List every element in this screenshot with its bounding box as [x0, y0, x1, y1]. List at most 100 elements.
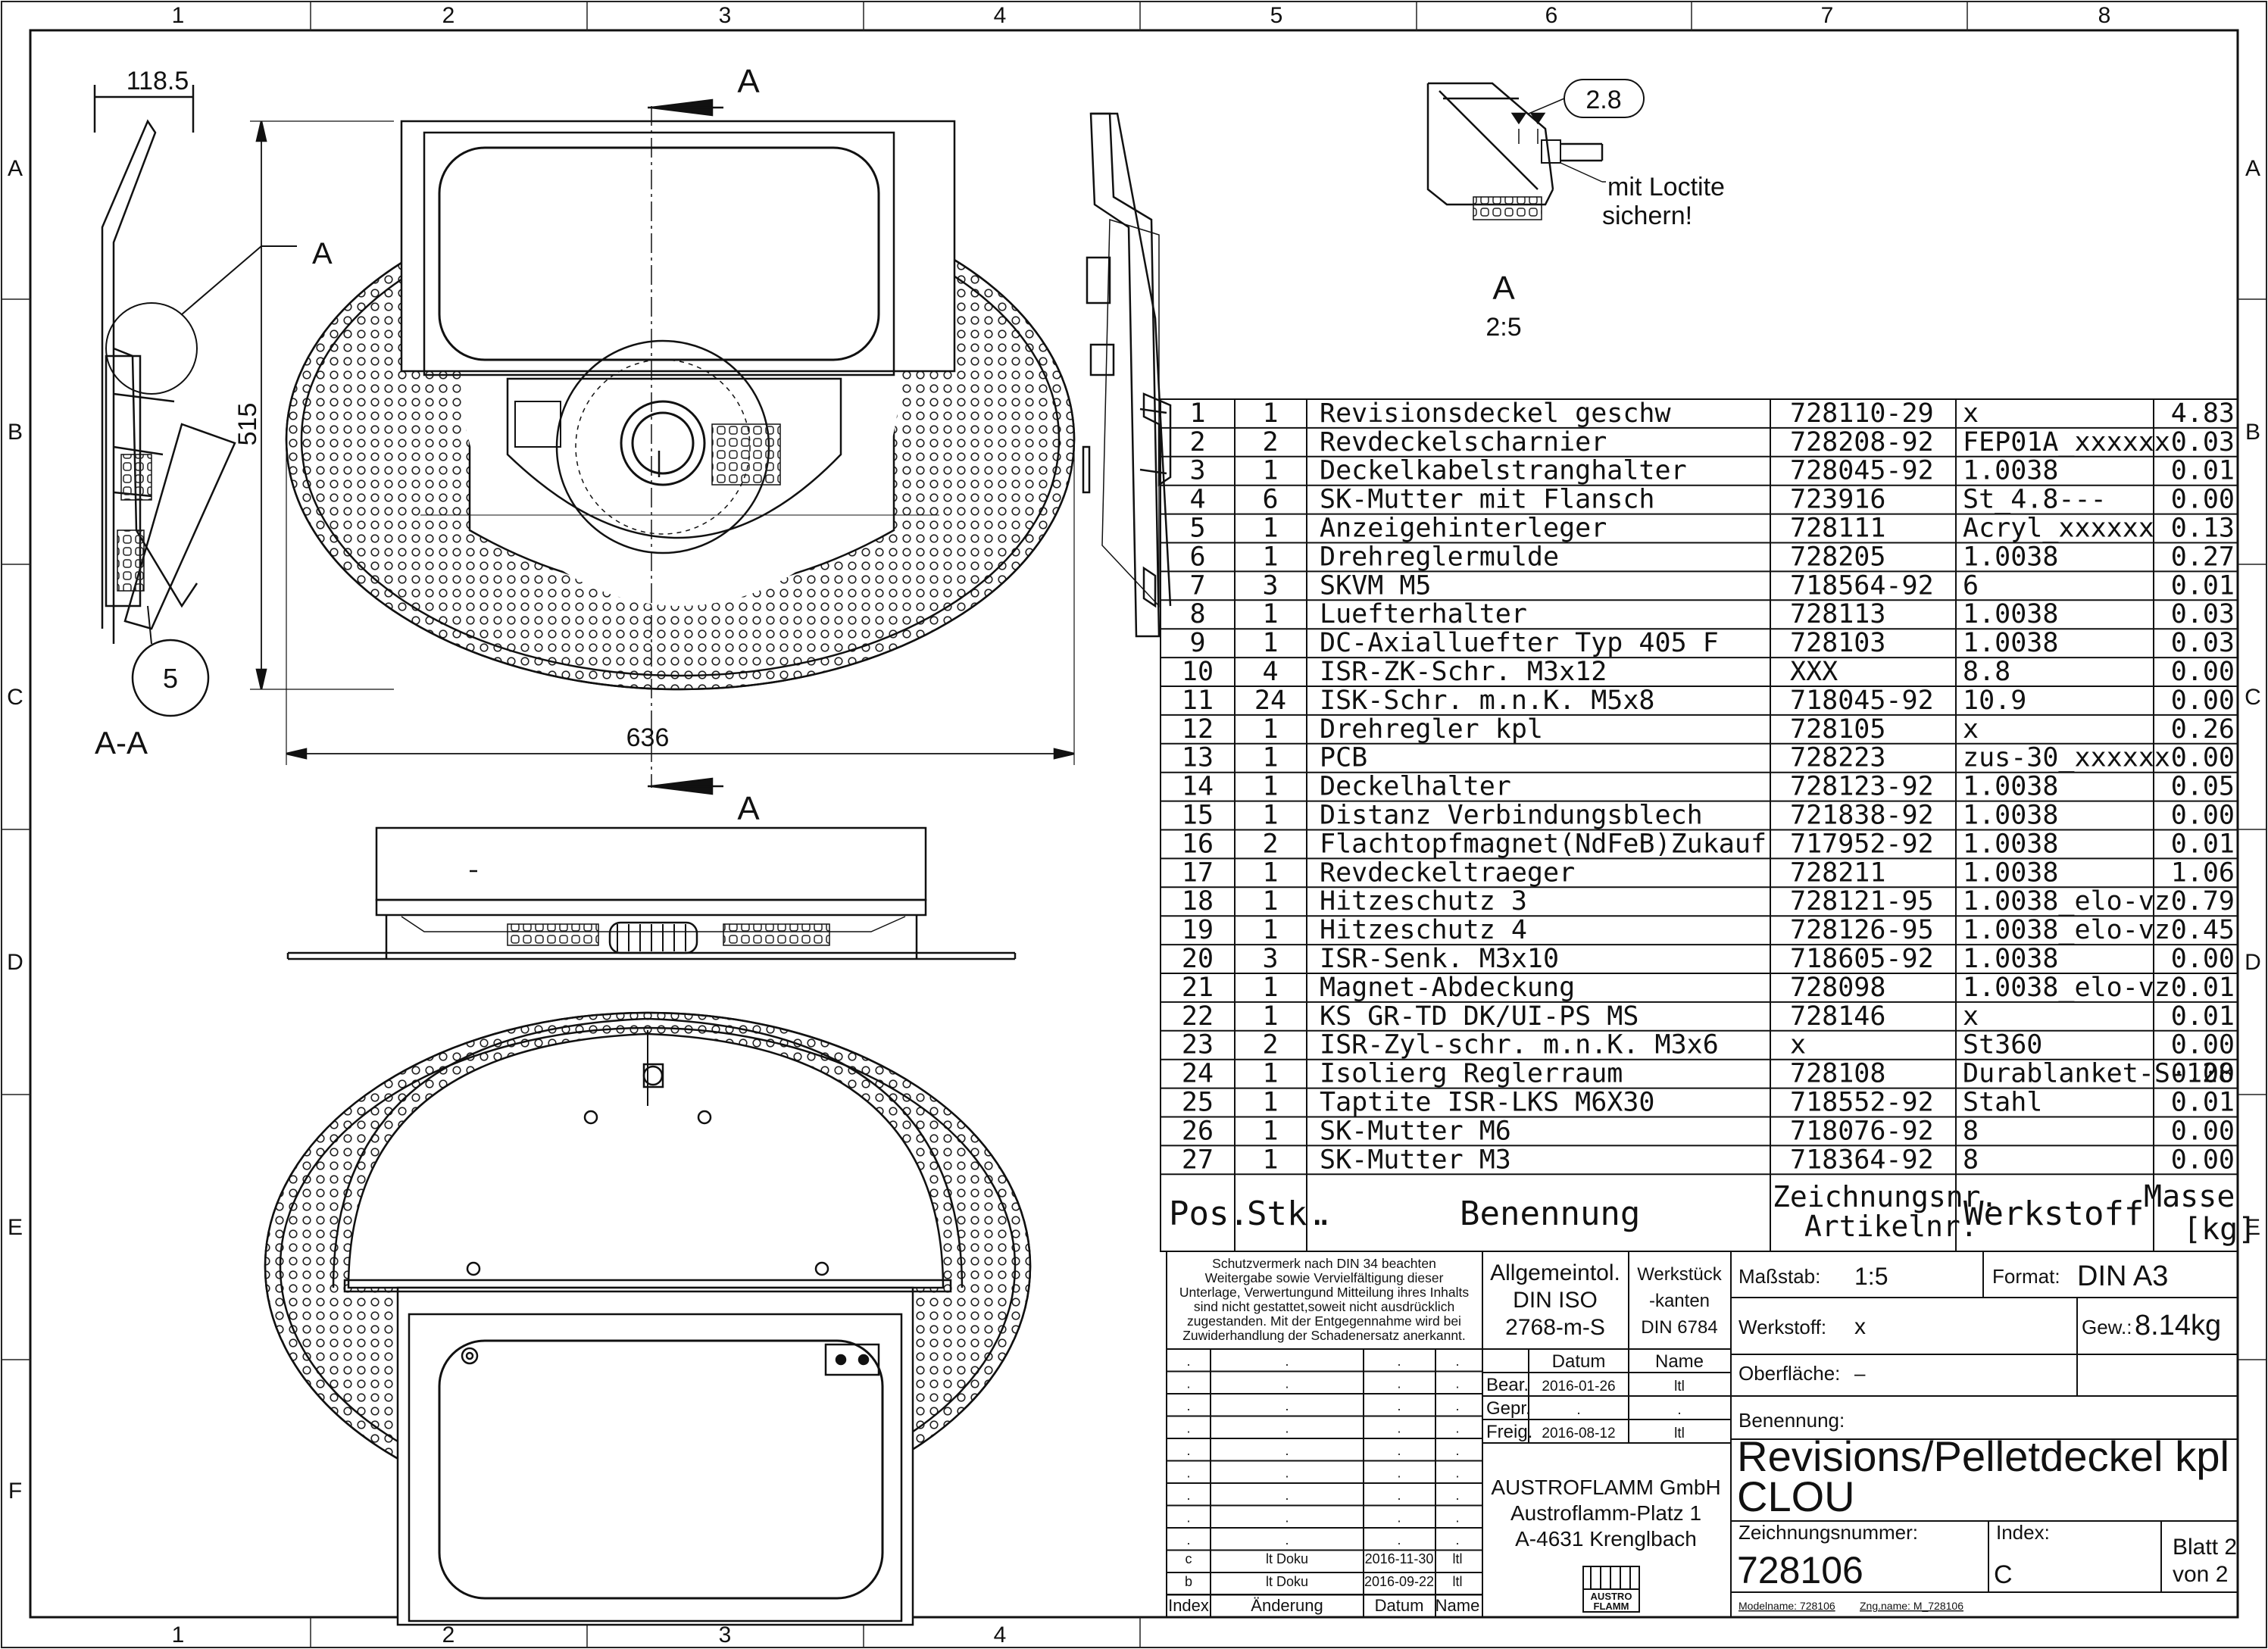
- cut-label-a-top: A: [737, 63, 760, 100]
- bom-header-material: Werkstoff: [1963, 1195, 2144, 1233]
- bom-cell-qty: 1: [1262, 1059, 1278, 1089]
- revision-empty-rows: ....................................: [1186, 1354, 1459, 1547]
- bom-cell-qty: 1: [1262, 599, 1278, 629]
- bom-cell-pos: 17: [1182, 857, 1214, 888]
- edge-line-3: DIN 6784: [1641, 1317, 1717, 1338]
- zone-col-7-top: 7: [1821, 3, 1834, 28]
- revision-empty-cell: .: [1455, 1466, 1459, 1481]
- bom-cell-name: Hitzeschutz 3: [1320, 886, 1527, 917]
- bom-cell-name: SK-Mutter mit Flansch: [1320, 485, 1655, 515]
- zone-row-C-right: C: [2245, 685, 2261, 710]
- bom-cell-pos: 3: [1189, 456, 1205, 486]
- bom-cell-drawing: 728223: [1790, 743, 1885, 773]
- zone-row-A-left: A: [8, 156, 23, 181]
- zone-labels: 1 2 3 4 5 6 7 8 1 2 3 4 A B C D E F A B …: [7, 3, 2261, 1647]
- bom-cell-name: SK-Mutter M6: [1320, 1116, 1511, 1146]
- bom-cell-material: Stahl: [1963, 1088, 2042, 1118]
- revision-empty-cell: .: [1397, 1398, 1401, 1413]
- revision-empty-cell: .: [1285, 1510, 1289, 1526]
- bom-cell-mass: 0.01: [2171, 1001, 2235, 1032]
- bom-cell-name: Revisionsdeckel geschw: [1320, 398, 1672, 429]
- bom-cell-mass: 0.01: [2171, 1088, 2235, 1118]
- bom-cell-pos: 2: [1189, 427, 1205, 458]
- rev-b-change: lt Doku: [1266, 1574, 1308, 1589]
- bom-header-drawing-2: Artikelnr.: [1804, 1210, 1978, 1243]
- bom-cell-name: ISR-Zyl-schr. m.n.K. M3x6: [1320, 1030, 1719, 1060]
- bom-cell-mass: 0.00: [2171, 1030, 2235, 1060]
- bom-cell-pos: 12: [1182, 714, 1214, 745]
- bom-cell-name: SKVM M5: [1320, 570, 1432, 601]
- tol-line-2: DIN ISO: [1513, 1288, 1598, 1313]
- detail-view-a: [1426, 79, 1645, 220]
- surface-label: Oberfläche:: [1738, 1362, 1840, 1385]
- detail-note-loctite: mit Loctite: [1607, 173, 1725, 201]
- balloon-5: 5: [163, 663, 178, 694]
- bom-cell-mass: 0.00: [2171, 1116, 2235, 1146]
- bom-cell-material: 1.0038: [1963, 599, 2058, 629]
- rev-b-date: 2016-09-22: [1364, 1574, 1434, 1589]
- bom-cell-mass: 0.00: [2171, 485, 2235, 515]
- protection-line-6: Zuwiderhandlung der Schadenersatz anerka…: [1182, 1328, 1466, 1343]
- bom-cell-qty: 1: [1262, 857, 1278, 888]
- revision-empty-cell: .: [1455, 1354, 1459, 1369]
- bom-cell-qty: 2: [1262, 829, 1278, 859]
- bom-header-drawing-1: Zeichnungsnr.: [1773, 1180, 1998, 1213]
- bom-cell-pos: 25: [1182, 1088, 1214, 1118]
- revision-empty-cell: .: [1285, 1532, 1289, 1547]
- bom-cell-material: 1.0038: [1963, 628, 2058, 658]
- bom-cell-pos: 1: [1189, 398, 1205, 429]
- bom-cell-name: Magnet-Abdeckung: [1320, 973, 1575, 1003]
- number-label: Zeichnungsnummer:: [1738, 1521, 1918, 1544]
- bom-cell-mass: 0.01: [2171, 570, 2235, 601]
- bom-cell-mass: 0.00: [2171, 1145, 2235, 1175]
- company-name: AUSTROFLAMM GmbH: [1491, 1476, 1720, 1499]
- revision-empty-cell: .: [1285, 1376, 1289, 1391]
- detail-dim-2-8: 2.8: [1585, 86, 1621, 114]
- bom-cell-mass: 0.13: [2171, 514, 2235, 544]
- scale-label: Maßstab:: [1738, 1265, 1820, 1288]
- zone-row-D-left: D: [7, 950, 23, 975]
- revision-empty-cell: .: [1397, 1354, 1401, 1369]
- title-label: Benennung:: [1738, 1409, 1845, 1432]
- bom-cell-pos: 9: [1189, 628, 1205, 658]
- revision-empty-cell: .: [1397, 1532, 1401, 1547]
- bom-cell-mass: 0.03: [2171, 427, 2235, 458]
- bom-cell-drawing: 728103: [1790, 628, 1885, 658]
- bom-cell-qty: 1: [1262, 1088, 1278, 1118]
- bom-cell-material: 1.0038_elo-vz: [1963, 915, 2170, 945]
- bom-cell-pos: 22: [1182, 1001, 1214, 1032]
- revision-empty-cell: .: [1285, 1421, 1289, 1436]
- bom-cell-mass: 0.27: [2171, 542, 2235, 572]
- bom-cell-drawing: 728126-95: [1790, 915, 1934, 945]
- bom-cell-drawing: 728211: [1790, 857, 1885, 888]
- zone-col-2-top: 2: [442, 3, 455, 28]
- bom-cell-mass: 0.03: [2171, 628, 2235, 658]
- bom-table: [1160, 398, 2238, 1252]
- bom-cell-qty: 2: [1262, 1030, 1278, 1060]
- protection-line-4: sind nicht gestattet,soweit nicht ausdrü…: [1194, 1299, 1454, 1314]
- scale-value: 1:5: [1854, 1263, 1888, 1290]
- bom-cell-pos: 18: [1182, 886, 1214, 917]
- index-label: Index:: [1996, 1521, 2050, 1544]
- bom-cell-pos: 8: [1189, 599, 1205, 629]
- cut-label-a-bottom: A: [737, 790, 760, 827]
- bom-cell-mass: 0.01: [2171, 829, 2235, 859]
- bom-cell-pos: 20: [1182, 944, 1214, 974]
- bom-cell-name: Deckelkabelstranghalter: [1320, 456, 1687, 486]
- zone-row-F-left: F: [8, 1479, 22, 1504]
- bom-cell-pos: 14: [1182, 772, 1214, 802]
- dim-515: 515: [233, 403, 262, 446]
- bom-cell-drawing: 721838-92: [1790, 801, 1934, 831]
- bom-cell-name: Deckelhalter: [1320, 772, 1511, 802]
- role-freig-date: 2016-08-12: [1542, 1426, 1615, 1441]
